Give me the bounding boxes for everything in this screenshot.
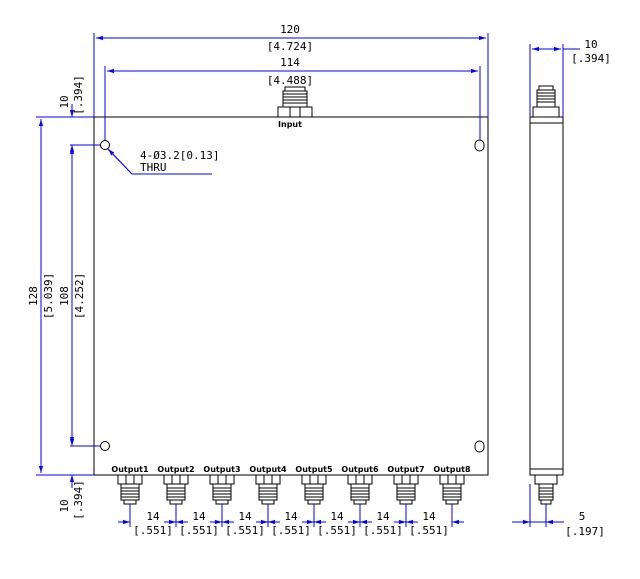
output-connector-icon-7 [393, 474, 419, 505]
hole-note: 4-Ø3.2[0.13] THRU [107, 148, 219, 175]
output-connector-icon-6 [347, 474, 373, 505]
dim-hole-width-inch: [4.488] [267, 74, 313, 87]
dim-top-margin-inch: [.394] [72, 75, 85, 115]
output-connector-icon-4 [255, 474, 281, 505]
output-connector-icon-8 [439, 474, 465, 505]
dim-bottom-margin-inch: [.394] [72, 480, 85, 520]
dim-port-pitch-mm-2: 14 [192, 510, 206, 523]
dim-port-pitch-inch-4: [.551] [271, 524, 311, 537]
dim-hole-width-mm: 114 [280, 56, 300, 69]
dim-port-pitch-mm-3: 14 [238, 510, 252, 523]
dim-connector-offset-mm: 5 [579, 510, 586, 523]
dim-hole-spacing-height: 108 [4.252] [58, 147, 100, 447]
dim-thickness: 10 [.394] [529, 38, 611, 117]
side-input-connector-icon [532, 85, 560, 118]
hole-note-line1: 4-Ø3.2[0.13] [140, 149, 219, 162]
dim-port-pitch-mm-4: 14 [284, 510, 298, 523]
output-label-1: Output1 [111, 465, 149, 474]
dim-hole-spacing-width: 114 [4.488] [104, 56, 481, 140]
dim-top-margin: 10 [.394] [36, 75, 100, 158]
mount-hole-bottom-right [474, 440, 485, 453]
dim-bottom-margin-mm: 10 [58, 499, 71, 512]
dim-overall-height-mm: 128 [27, 286, 40, 306]
dim-overall-width: 120 [4.724] [93, 23, 489, 117]
output-label-4: Output4 [249, 465, 287, 474]
dim-hole-height-mm: 108 [58, 286, 71, 306]
dim-thickness-mm: 10 [584, 38, 597, 51]
input-connector-icon [277, 86, 313, 118]
dim-port-pitch-inch-7: [.551] [409, 524, 449, 537]
dim-port-pitch-inch-5: [.551] [317, 524, 357, 537]
dim-port-pitch: 14[.551]14[.551]14[.551]14[.551]14[.551]… [118, 504, 464, 537]
output-label-2: Output2 [157, 465, 194, 474]
dim-top-margin-mm: 10 [58, 95, 71, 108]
output-ports: Output1 Output2 Output3 Output4 Output5 … [111, 465, 471, 505]
mount-hole-top-right [474, 139, 485, 152]
hole-note-line2: THRU [140, 161, 167, 174]
dim-port-pitch-inch-2: [.551] [179, 524, 219, 537]
output-label-6: Output6 [341, 465, 379, 474]
dim-overall-height-inch: [5.039] [42, 273, 55, 319]
dim-hole-height-inch: [4.252] [73, 273, 86, 319]
input-label: Input [278, 120, 302, 129]
dim-thickness-inch: [.394] [571, 52, 611, 65]
side-output-connector-icon [534, 474, 558, 505]
output-label-7: Output7 [387, 465, 424, 474]
dim-port-pitch-inch-3: [.551] [225, 524, 265, 537]
mount-hole-top-left [100, 140, 110, 150]
output-connector-icon-1 [117, 474, 143, 505]
output-label-5: Output5 [295, 465, 333, 474]
output-connector-icon-2 [163, 474, 189, 505]
dim-port-pitch-mm-5: 14 [330, 510, 344, 523]
dim-port-pitch-mm-1: 14 [146, 510, 160, 523]
side-body [529, 116, 564, 476]
dim-port-pitch-inch-1: [.551] [133, 524, 173, 537]
dim-overall-width-inch: [4.724] [267, 40, 313, 53]
output-label-3: Output3 [203, 465, 240, 474]
dim-overall-height: 128 [5.039] [27, 119, 94, 476]
dim-bottom-margin: 10 [.394] [58, 433, 85, 520]
dim-connector-offset: 5 [.197] [512, 484, 605, 538]
output-connector-icon-5 [301, 474, 327, 505]
front-view: Input Output1 Output2 Output3 Output4 Ou… [27, 23, 489, 537]
output-label-8: Output8 [433, 465, 471, 474]
dim-connector-offset-inch: [.197] [565, 525, 605, 538]
dim-overall-width-mm: 120 [280, 23, 300, 36]
side-view: 10 [.394] 5 [.197] [512, 38, 611, 538]
mount-hole-bottom-left [100, 441, 110, 451]
dim-port-pitch-mm-7: 14 [422, 510, 436, 523]
dim-port-pitch-mm-6: 14 [376, 510, 390, 523]
output-connector-icon-3 [209, 474, 235, 505]
dim-port-pitch-inch-6: [.551] [363, 524, 403, 537]
